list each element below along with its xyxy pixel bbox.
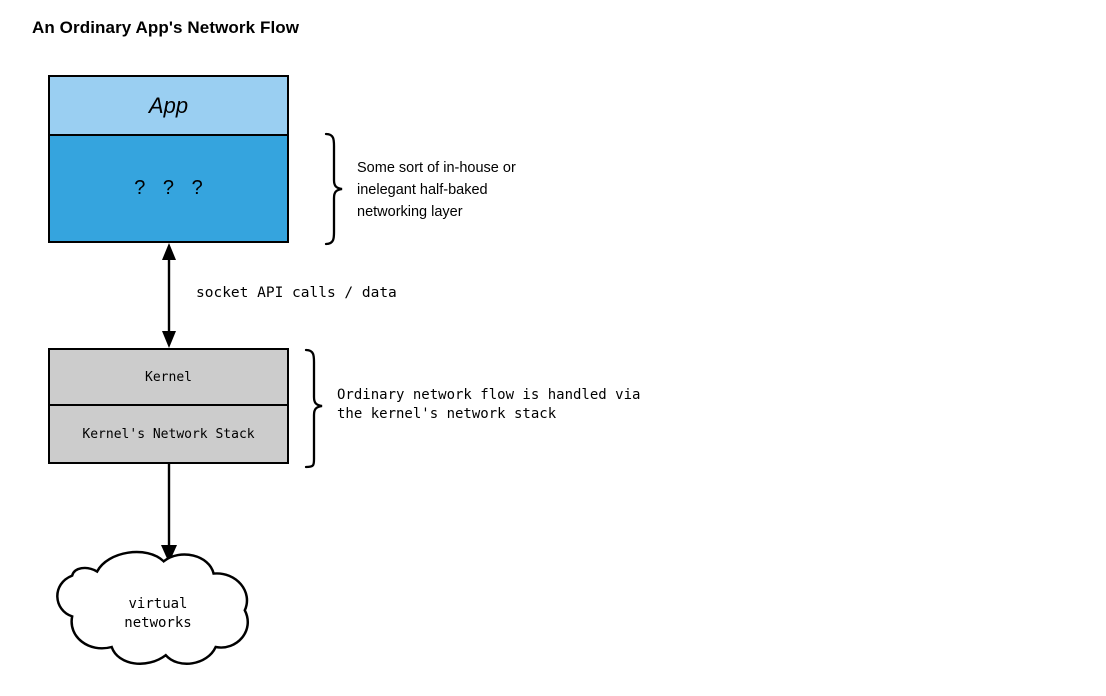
kernel-to-cloud-arrow (161, 464, 177, 563)
app-box[interactable]: App (48, 75, 289, 135)
cloud-label: virtual networks (124, 596, 192, 631)
kernel-box-label: Kernel (145, 369, 192, 385)
socket-api-arrow (162, 243, 176, 348)
socket-api-edge-label: socket API calls / data (196, 285, 397, 301)
brace-inhouse (324, 132, 343, 246)
inhouse-annotation-text: Some sort of in-house or inelegant half-… (357, 160, 516, 220)
kernel-box[interactable]: Kernel (48, 348, 289, 405)
kernel-network-stack-box[interactable]: Kernel's Network Stack (48, 405, 289, 464)
cloud-shape (56, 550, 249, 665)
kernel-annotation-text: Ordinary network flow is handled via the… (337, 387, 641, 422)
brace-kernel (304, 348, 323, 469)
inhouse-networking-box[interactable]: ? ? ? (48, 135, 289, 243)
kernel-network-stack-label: Kernel's Network Stack (82, 426, 255, 442)
inhouse-box-label: ? ? ? (134, 177, 209, 199)
page-title: An Ordinary App's Network Flow (32, 18, 300, 37)
app-box-label: App (148, 92, 189, 118)
